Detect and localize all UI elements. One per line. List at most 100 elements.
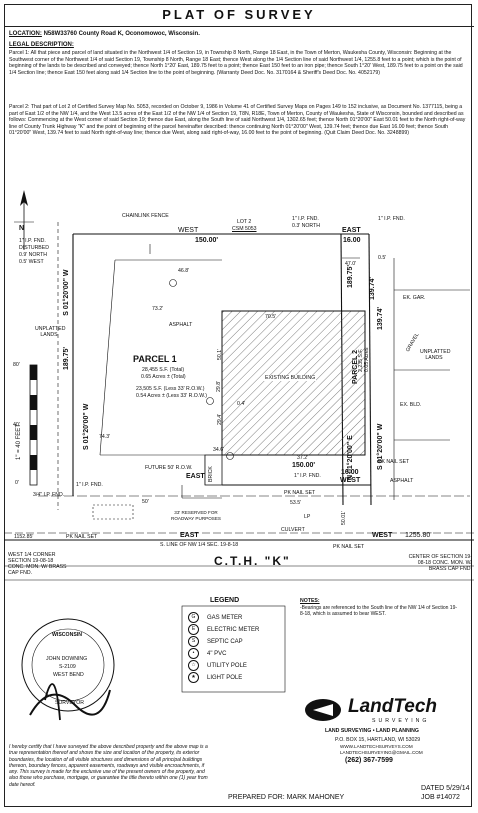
notes-heading: NOTES: (300, 598, 320, 604)
d-05: 0.5' (378, 255, 387, 261)
company-services: LAND SURVEYING • LAND PLANNING (325, 728, 419, 734)
ipfnd-34: 3/4" I.P. FND. (33, 492, 65, 498)
east-mid: EAST (186, 473, 205, 480)
legend-symbol: G (188, 612, 199, 623)
dist-16-top: 16.00 (343, 237, 361, 244)
ipfnd-nw: 1" I.P. FND. (19, 238, 46, 244)
ex-bld: EX. BLD. (400, 402, 422, 408)
title-rule (4, 26, 474, 27)
page-frame (4, 4, 472, 807)
legend-symbol: ★ (188, 672, 199, 683)
legal-heading: LEGAL DESCRIPTION: (9, 42, 74, 48)
legend-row: •4" PVC (188, 648, 226, 659)
asphalt-2: ASPHALT (390, 478, 414, 484)
west-bot: WEST (340, 477, 361, 484)
d-5001: 50.01' (341, 511, 347, 525)
north-arrow (14, 190, 34, 250)
parcel-1-label: PARCEL 1 (133, 354, 177, 364)
existing-building-outline (221, 310, 366, 456)
west-far: WEST (372, 532, 393, 539)
brick: BRICK (208, 466, 214, 482)
d-501: 50.1' (217, 348, 223, 360)
bearing-mid: N 01°20'00" E (347, 435, 354, 480)
company-address: P.O. BOX 15, HARTLAND, WI 53029 (335, 737, 421, 743)
asphalt-1: ASPHALT (169, 322, 193, 328)
legend-label: ELECTRIC METER (207, 627, 260, 634)
d-732: 73.2' (152, 306, 164, 312)
west-corner: WEST 1/4 CORNER SECTION 19-08-18 CONC. M… (8, 552, 67, 576)
dist-150-top: 150.00' (195, 237, 219, 244)
d-50: 50' (142, 499, 149, 505)
ipfnd-bot: 1" I.P. FND. (294, 473, 321, 479)
seal-name: JOHN DOWNING (46, 656, 88, 662)
d-294: 29.4' (217, 413, 223, 425)
north-03: 0.3' NORTH (292, 223, 320, 229)
cth-road: C.T.H. "K" (214, 554, 291, 568)
scale-bar (29, 364, 38, 486)
pk-nail-set-b: PK NAIL SET (333, 544, 365, 550)
pk-nail-set-mid: PK NAIL SET (284, 490, 316, 496)
d-115285: 1152.85' (14, 534, 34, 540)
ek-gar: EK. GAR. (403, 295, 426, 301)
culvert: CULVERT (281, 527, 305, 533)
dist-16-bot: 16.00 (341, 469, 359, 476)
ipfnd-ne: 1" I.P. FND. (378, 216, 405, 222)
south-line: S. LINE OF NW 1/4 SEC. 19-8-18 (160, 542, 239, 548)
legend-label: 4" PVC (207, 651, 227, 658)
lot-label: LOT 2 (237, 219, 252, 225)
legal-parcel-1: Parcel 1: All that piece and parcel of l… (9, 50, 463, 76)
legend-label: LIGHT POLE (207, 675, 243, 682)
unplatted-right: UNPLATTED LANDS (420, 349, 451, 361)
north-09: 0.9' NORTH (19, 252, 47, 258)
seal-role: SURVEYOR (55, 700, 85, 706)
legend-label: UTILITY POLE (207, 663, 247, 670)
d-346: 34.6' (213, 447, 225, 453)
ac-row: 0.54 Acres ± (Less 33' R.O.W.) (136, 393, 208, 399)
company-phone: (262) 367-7599 (345, 757, 393, 764)
plat-symbols (169, 279, 234, 460)
bearing-right-dist-2: 139.74' (377, 306, 384, 330)
west-05: 0.5' WEST (19, 259, 44, 265)
future-row: FUTURE 50' R.O.W. (145, 465, 193, 471)
existing-building: EXISTING BUILDING (264, 375, 317, 381)
east-bot: EAST (180, 532, 199, 539)
bearing-left-text: S 01°20'00" W (63, 269, 70, 316)
disturbed: DISTURBED (19, 245, 49, 251)
bearing-mid-dist: 189.75' (347, 264, 354, 288)
d-468: 46.8' (178, 268, 190, 274)
scale-80: 80' (13, 362, 20, 368)
job-number: JOB #14072 (421, 794, 460, 801)
csm-label: CSM 5053 (232, 226, 257, 232)
landtech-logo-mark (305, 699, 341, 721)
reserved: 33' RESERVED FOR ROADWAY PURPOSES (171, 510, 221, 521)
d-535: 53.5' (290, 500, 302, 506)
surveyor-seal (21, 618, 115, 721)
bearing-right-dist: 139.74' (369, 276, 376, 300)
dist-150-bot: 150.00' (292, 462, 316, 469)
p2-ac: 0.05 Acres (364, 347, 370, 372)
bearing-left: 189.75' S 01°20'00" W (63, 269, 71, 370)
d-478: 47.0' (345, 261, 357, 267)
sqft-total: 28,455 S.F. (Total) (142, 367, 185, 373)
certification: I hereby certify that I have surveyed th… (9, 744, 208, 788)
bearing-left-dist: 189.75' (63, 346, 70, 370)
chainlink-fence: CHAINLINK FENCE (122, 213, 169, 219)
unplatted-left: UNPLATTED LANDS (35, 326, 66, 338)
pk-nail-set-l: PK NAIL SET (66, 534, 98, 540)
d-705: 70.5' (265, 314, 277, 320)
lp-symbol: LP (304, 514, 311, 520)
bearing-right: S 01°20'00" W (377, 423, 384, 470)
legend-symbol: S (188, 636, 199, 647)
company-name: LandTech (348, 696, 438, 717)
legend-label: GAS METER (207, 615, 243, 622)
dated: DATED 5/29/14 (421, 785, 470, 792)
seal-number: S-2109 (59, 664, 76, 670)
seal-city: WEST BEND (53, 672, 84, 678)
location-label: LOCATION: (9, 31, 42, 37)
d-04: 0.4' (237, 401, 246, 407)
scale-0: 0' (15, 480, 19, 486)
d-298: 29.8' (216, 380, 222, 392)
sqft-row: 23,505 S.F. (Less 33' R.O.W.) (136, 386, 205, 392)
